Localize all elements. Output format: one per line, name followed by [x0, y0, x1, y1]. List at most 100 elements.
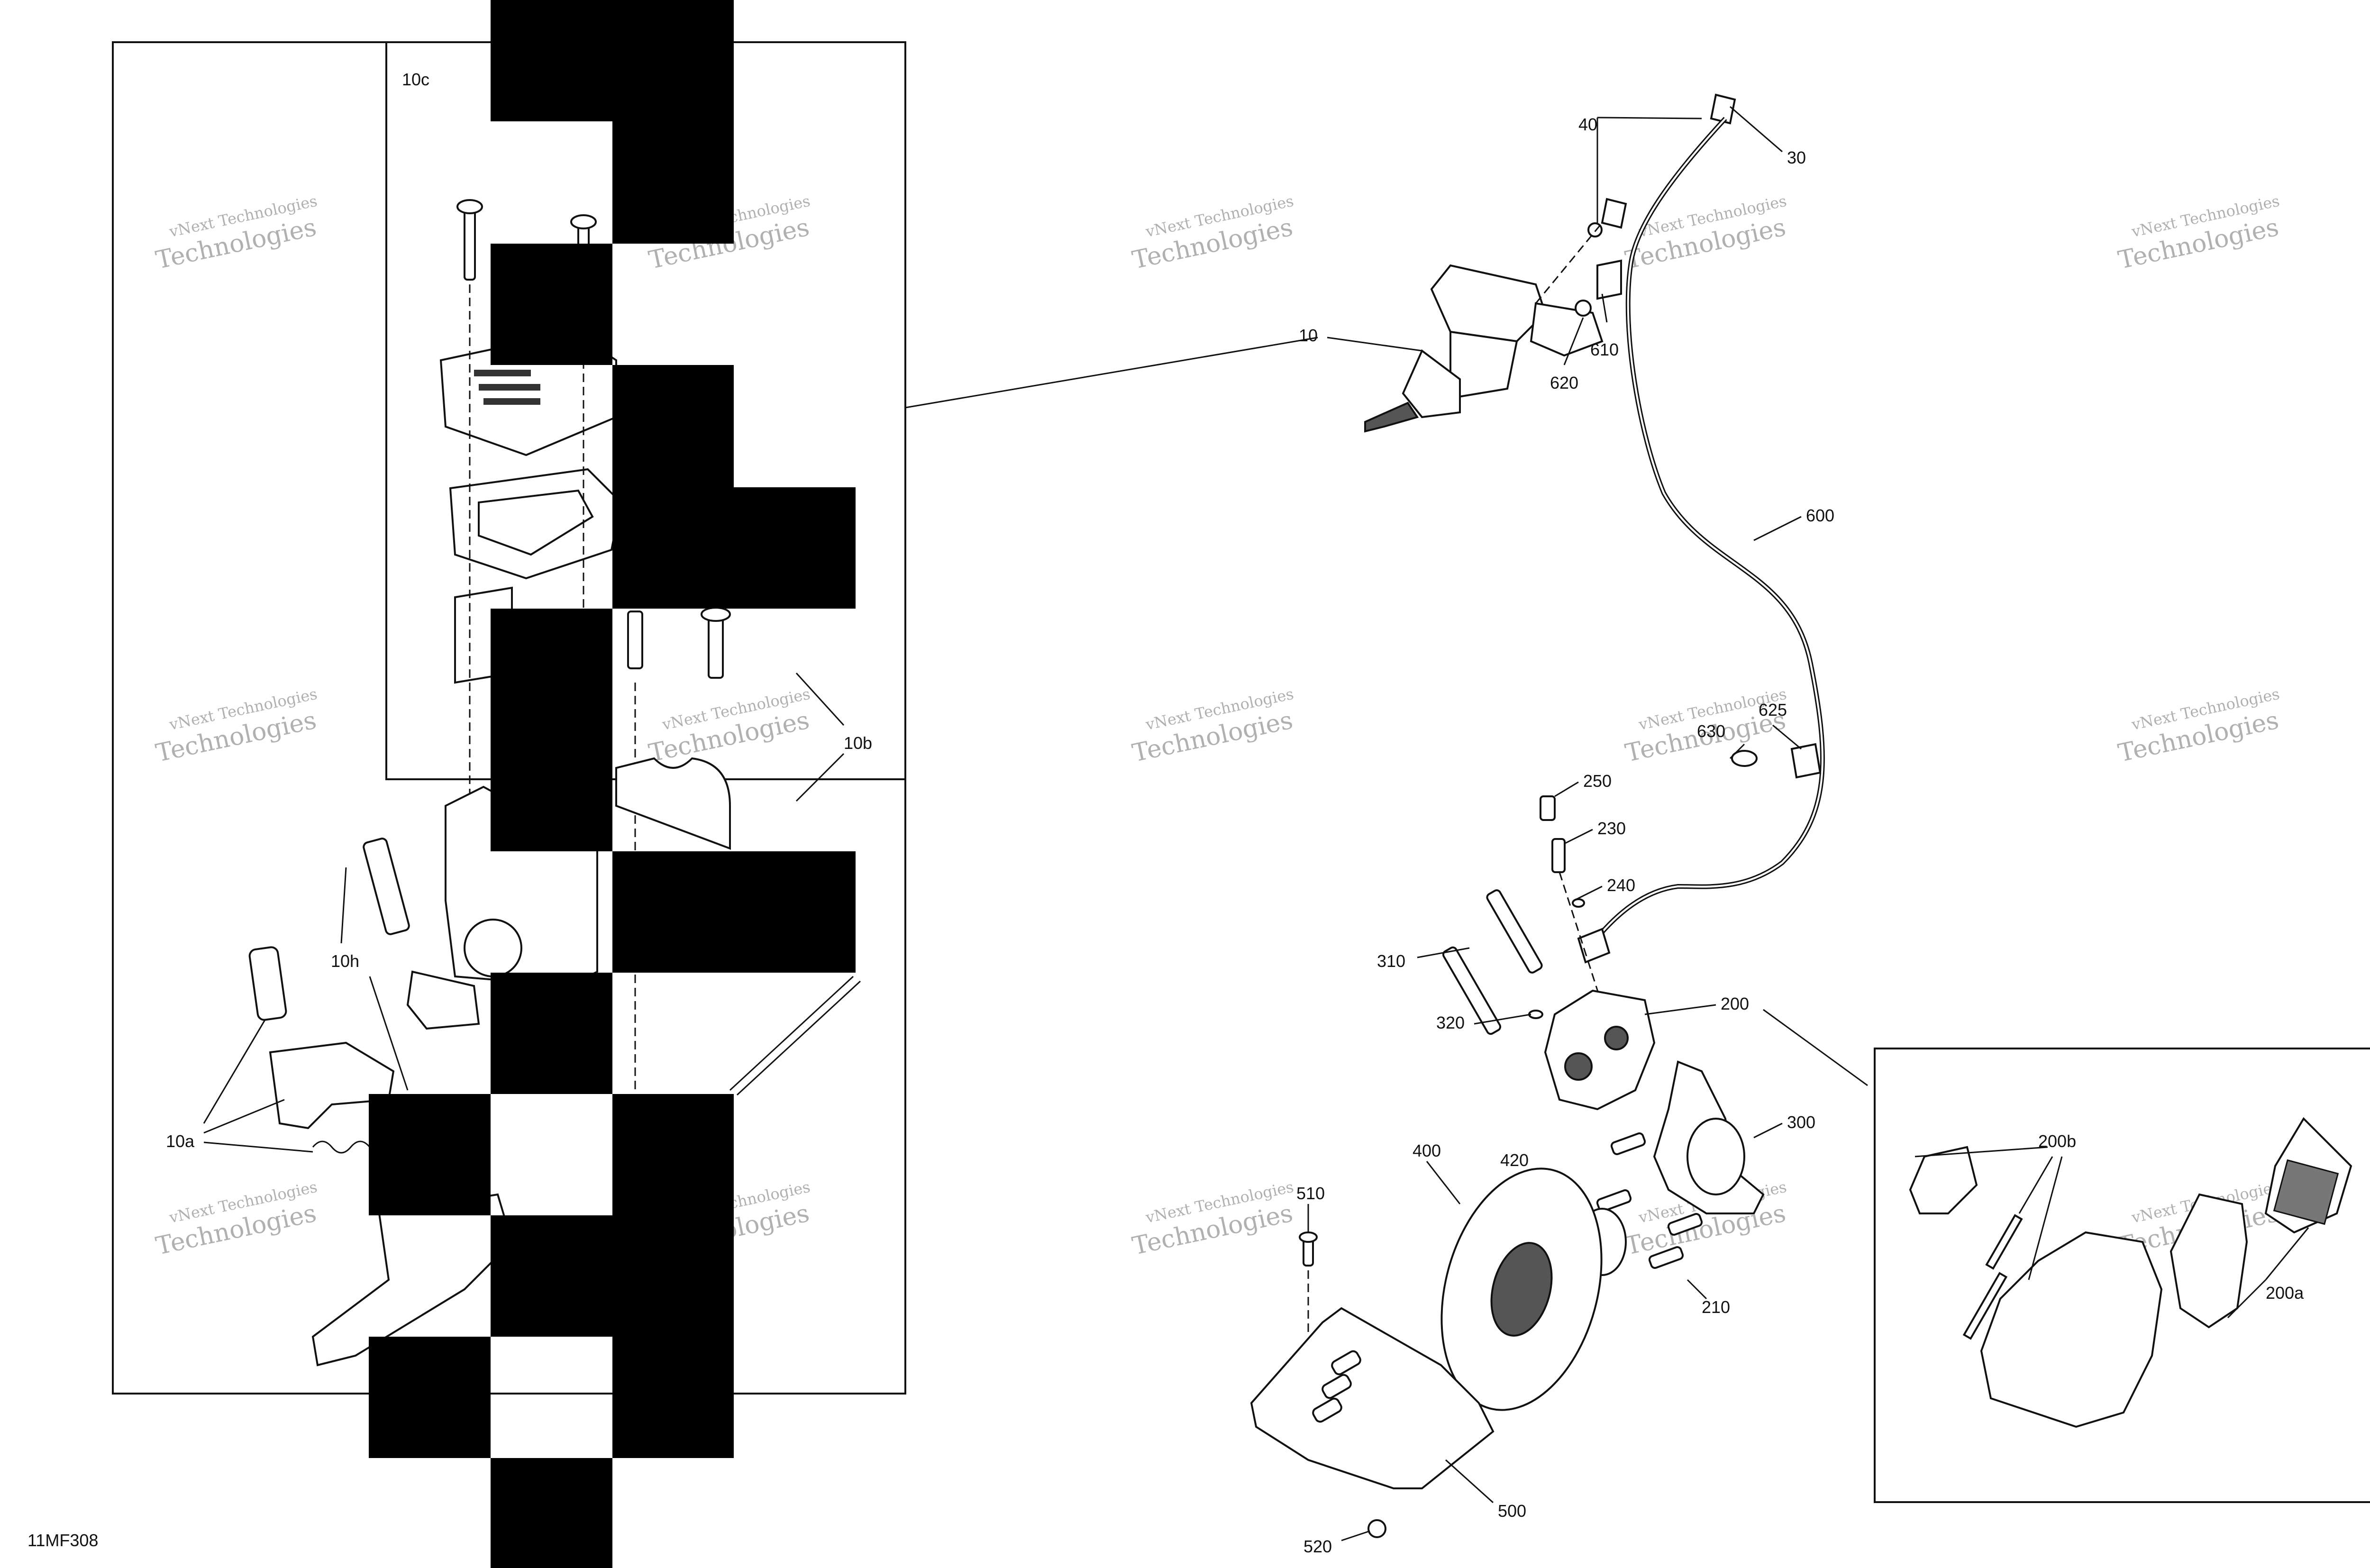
- pad-pin: [1985, 1214, 2023, 1270]
- hose-bracket: [1790, 743, 1822, 779]
- return-spring: [312, 1140, 371, 1154]
- guard-vent: [1312, 1397, 1342, 1423]
- callout-320: 320: [1436, 1013, 1465, 1032]
- caliper-bolt: [1442, 946, 1502, 1035]
- pad-spring-clip: [1909, 1146, 1978, 1214]
- callout-40: 40: [1578, 115, 1597, 134]
- redaction-block: [491, 244, 612, 365]
- callout-250: 250: [1583, 771, 1612, 791]
- leader-200-detail: [1763, 1009, 1868, 1086]
- redaction-block: [369, 1337, 491, 1458]
- clip-washer: [1575, 300, 1592, 317]
- callout-600: 600: [1806, 506, 1834, 525]
- lever-bolt: [248, 946, 287, 1021]
- brake-line-stub: [729, 975, 854, 1091]
- callout-500: 500: [1498, 1501, 1526, 1521]
- bleeder-parts: [1540, 781, 1611, 1005]
- master-reservoir: [1430, 264, 1547, 343]
- redaction-block: [612, 1094, 734, 1215]
- caliper-piston: [1604, 1026, 1629, 1050]
- leader-40: [1597, 117, 1702, 119]
- bracket-bolt: [1596, 1189, 1632, 1212]
- pivot-bolt: [363, 838, 410, 935]
- caliper-bolt: [1486, 889, 1543, 974]
- brake-line-stub: [736, 980, 861, 1096]
- leader-200a: [2227, 1279, 2267, 1319]
- leader-210: [1686, 1279, 1707, 1300]
- callout-10c: 10c: [402, 70, 429, 89]
- redaction-block: [612, 1337, 734, 1458]
- callout-10a: 10a: [166, 1131, 195, 1151]
- callout-520: 520: [1304, 1537, 1332, 1556]
- caliper-bracket: [1596, 1060, 1783, 1300]
- callout-200a: 200a: [2266, 1283, 2304, 1303]
- leader-400: [1426, 1161, 1461, 1204]
- banjo-fitting: [1601, 198, 1627, 229]
- bracket-bolt: [1648, 1246, 1684, 1269]
- brake-hose: [1591, 117, 1825, 945]
- bracket-washer: [1731, 750, 1758, 767]
- leader-630: [1729, 743, 1745, 759]
- brake-disc-hub: [1490, 1242, 1553, 1337]
- caliper-bolts: [1417, 889, 1543, 1035]
- leader-10: [1327, 337, 1422, 352]
- leader-30: [1730, 106, 1783, 153]
- leader-240: [1573, 885, 1603, 902]
- diagram-id: 11MF308: [27, 1531, 98, 1550]
- leader-300: [1753, 1122, 1783, 1139]
- callout-10h: 10h: [331, 951, 359, 971]
- clamp-bolt: [708, 615, 724, 679]
- leader-10a: [203, 1019, 266, 1124]
- guard-nut: [1367, 1519, 1386, 1538]
- master-cylinder-assembly: [1327, 264, 1604, 433]
- reservoir-screw-head: [456, 199, 483, 214]
- guard-vent: [1331, 1350, 1361, 1376]
- redaction-block: [612, 121, 734, 244]
- pad-pin: [1962, 1272, 2008, 1340]
- guard-screw-head: [1299, 1231, 1318, 1243]
- bracket-bore: [1686, 1118, 1745, 1195]
- reservoir-diaphragm: [478, 489, 594, 556]
- callout-310: 310: [1377, 951, 1405, 971]
- clamp-bolt-head: [701, 607, 731, 622]
- redaction-blocks: [369, 0, 856, 1568]
- brake-pad: [2169, 1193, 2248, 1329]
- callout-630: 630: [1697, 721, 1725, 741]
- brake-lever: [311, 1193, 513, 1367]
- leader-10h: [369, 976, 409, 1091]
- callout-10b: 10b: [844, 733, 872, 753]
- master-fittings: [1535, 93, 1783, 365]
- bracket-bolt: [1667, 1213, 1703, 1236]
- redaction-block: [369, 1094, 491, 1215]
- leader-200b: [2018, 1156, 2053, 1214]
- detail-frame-caliper: [1874, 1048, 2370, 1503]
- callout-620: 620: [1550, 373, 1578, 392]
- banjo-bolt: [1710, 93, 1736, 125]
- bolt-washer: [1528, 1010, 1543, 1019]
- callout-10: 10: [1299, 326, 1318, 345]
- callout-230: 230: [1597, 819, 1626, 838]
- redaction-block: [491, 973, 612, 1094]
- callout-210: 210: [1702, 1297, 1730, 1317]
- caliper-piston: [1564, 1052, 1593, 1081]
- leader-10b: [795, 672, 845, 726]
- callout-labels: 10c 10b 10h 10a 10 40 30 610 620 600 625…: [27, 70, 2304, 1556]
- master-cylinder-mount: [406, 970, 480, 1030]
- leader-600: [1753, 516, 1802, 541]
- leader-10a: [203, 1099, 285, 1134]
- redaction-block: [491, 609, 612, 851]
- bracket-bolt: [1610, 1132, 1646, 1155]
- master-pivot: [1402, 349, 1461, 419]
- callout-200b: 200b: [2038, 1131, 2076, 1151]
- callout-420: 420: [1500, 1150, 1529, 1170]
- reservoir-cap-lettering: [474, 370, 540, 405]
- leader-detail-to-master: [905, 337, 1318, 409]
- caliper-detail: [1909, 1117, 2352, 1428]
- callout-200: 200: [1721, 994, 1749, 1013]
- disc-guard: [1250, 1204, 1495, 1541]
- leader-320: [1474, 1013, 1531, 1025]
- handlebar-clamp: [615, 757, 731, 850]
- leader-310: [1417, 947, 1470, 958]
- callout-300: 300: [1787, 1112, 1815, 1132]
